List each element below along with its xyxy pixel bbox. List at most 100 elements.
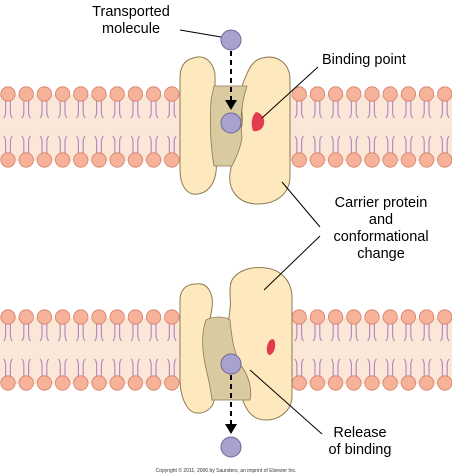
label-carrier-line3: conformational	[333, 229, 429, 245]
lipid-head	[327, 86, 344, 102]
lipid-head	[291, 152, 307, 168]
lipid-tail	[100, 135, 104, 153]
lipid-head	[418, 86, 435, 102]
lipid-head	[400, 375, 416, 391]
lipid-head	[291, 309, 307, 325]
lipid-tail	[137, 135, 141, 153]
lipid-tail	[385, 101, 389, 119]
lipid-head	[73, 375, 89, 391]
lipid-tail	[173, 101, 177, 119]
lipid-tail	[64, 101, 68, 119]
lipid-head	[109, 375, 125, 391]
lipid-tail	[130, 324, 134, 342]
lipid-tail	[39, 324, 43, 342]
lipid-heads-bottom	[0, 309, 452, 391]
lipid-head	[36, 375, 53, 391]
lipid-tail	[312, 358, 316, 376]
lipid-tail	[410, 135, 414, 153]
lipid-tail	[82, 324, 86, 342]
lipid-tail	[166, 101, 170, 119]
lipid-head	[18, 375, 34, 391]
lipid-tail	[57, 101, 61, 119]
lipid-tail	[148, 101, 152, 119]
lipid-tail	[155, 101, 159, 119]
lipid-head	[400, 309, 416, 325]
lipid-tail	[373, 324, 377, 342]
label-carrier-protein: Carrier protein and conformational chang…	[318, 195, 444, 263]
lipid-tail	[439, 135, 443, 153]
lipid-tail	[373, 135, 377, 153]
lipid-tail	[94, 358, 98, 376]
lipid-head	[18, 152, 34, 168]
lipid-tail	[312, 101, 316, 119]
lipid-head	[309, 152, 325, 168]
lipid-head	[164, 86, 180, 102]
lipid-head	[164, 309, 180, 325]
lipid-tail	[319, 101, 323, 119]
lipid-tail	[367, 324, 371, 342]
lipid-tail	[137, 101, 141, 119]
lipid-tail	[439, 358, 443, 376]
lipid-head	[109, 86, 125, 102]
lipid-head	[382, 86, 398, 102]
lipid-head	[54, 86, 71, 102]
lipid-tail	[385, 324, 389, 342]
lipid-head	[36, 86, 53, 102]
lipid-tail	[367, 101, 371, 119]
molecule-outside-top	[220, 29, 242, 51]
lipid-tail	[330, 101, 334, 119]
lipid-head	[164, 152, 180, 168]
lipid-tail	[39, 135, 43, 153]
lipid-head	[437, 309, 452, 325]
arrow-top-head	[225, 100, 237, 110]
lipid-tail	[392, 101, 396, 119]
lipid-tail	[446, 324, 450, 342]
lipid-tail	[130, 101, 134, 119]
lipid-head	[18, 86, 34, 102]
lipid-tail	[301, 135, 305, 153]
copyright-notice: Copyright © 2011, 2006 by Saunders, an i…	[155, 468, 297, 474]
lipid-tail	[94, 135, 98, 153]
lipid-tail	[319, 324, 323, 342]
leader-carrier-top	[281, 181, 321, 228]
arrow-bottom-head	[225, 424, 237, 434]
lipid-tail	[46, 324, 50, 342]
lipid-tail	[82, 358, 86, 376]
lipid-tail	[155, 324, 159, 342]
lipid-tail	[28, 135, 32, 153]
lipid-tail	[173, 135, 177, 153]
lipid-tail	[403, 135, 407, 153]
lipid-tail	[301, 101, 305, 119]
lipid-head	[109, 309, 125, 325]
lipid-tail	[64, 324, 68, 342]
lipid-tail	[82, 101, 86, 119]
lipid-tail	[392, 135, 396, 153]
lipid-tail	[355, 358, 359, 376]
lipid-tail	[21, 324, 25, 342]
label-binding-point: Binding point	[322, 52, 406, 68]
label-release-line1: Release	[333, 425, 387, 441]
lipid-head	[364, 375, 380, 391]
lipid-tail	[57, 324, 61, 342]
lipid-tail	[137, 358, 141, 376]
lipid-tails-bottom	[3, 324, 450, 376]
lipid-tail	[373, 101, 377, 119]
lipid-tail	[75, 324, 79, 342]
lipid-tail	[385, 135, 389, 153]
lipid-head	[18, 309, 34, 325]
lipid-head	[418, 152, 435, 168]
lipid-tail	[46, 358, 50, 376]
lipid-head	[418, 375, 435, 391]
lipid-tail	[319, 358, 323, 376]
lipid-tail	[3, 101, 7, 119]
lipid-head	[291, 375, 307, 391]
leader-transported-molecule	[179, 29, 222, 38]
lipid-head	[73, 309, 89, 325]
lipid-tail	[82, 135, 86, 153]
lipid-head	[127, 86, 143, 102]
lipid-tail	[294, 324, 298, 342]
lipid-tail	[337, 358, 341, 376]
label-transported-molecule: Transported molecule	[83, 4, 179, 38]
lipid-tail	[439, 101, 443, 119]
lipid-head	[400, 86, 416, 102]
